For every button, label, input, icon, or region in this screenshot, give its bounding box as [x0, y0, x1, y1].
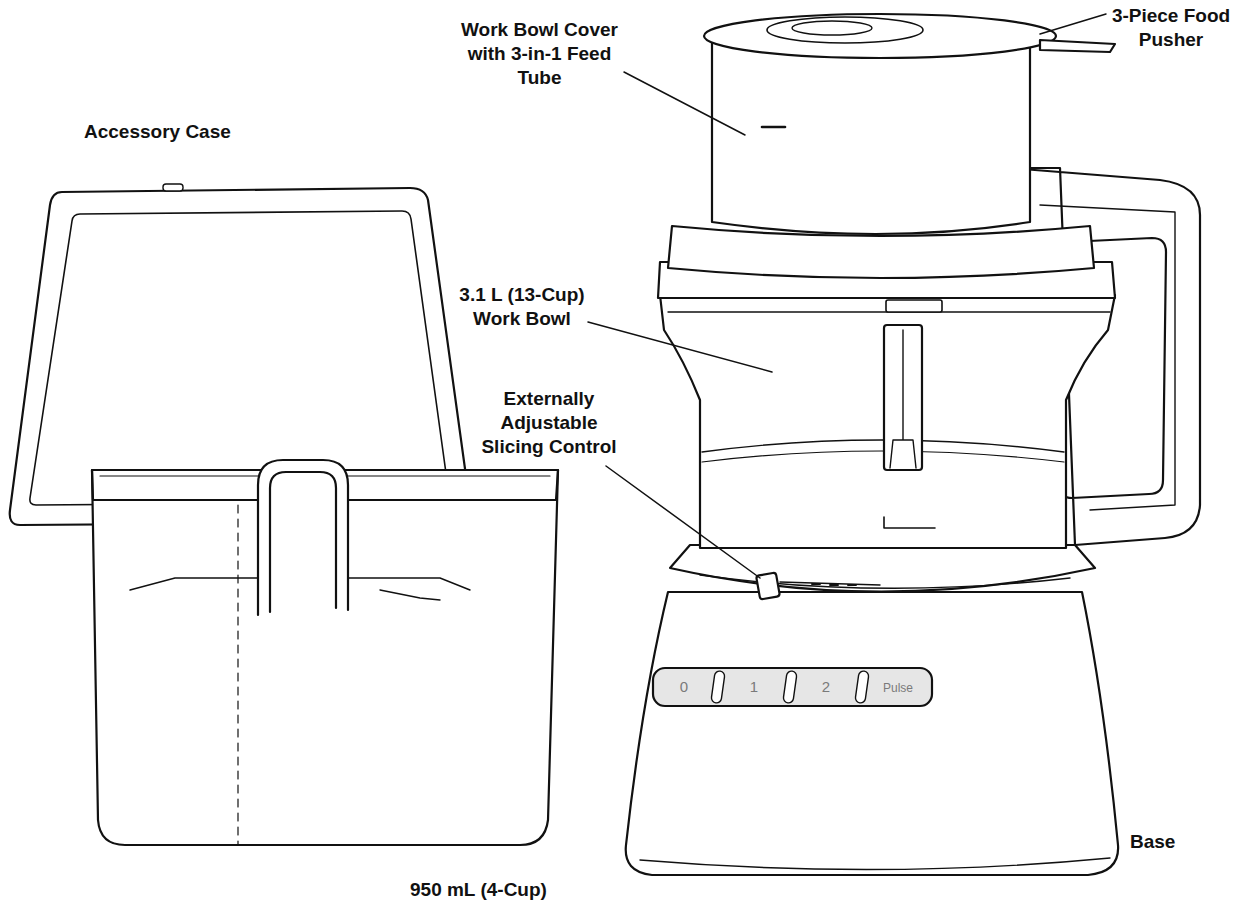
control-panel — [653, 668, 932, 706]
part-label: Accessory Case — [84, 120, 284, 144]
work-bowl — [660, 295, 1115, 548]
accessory-case-box — [92, 460, 558, 845]
bowl-cover — [658, 14, 1115, 298]
part-label: 3-Piece Food Pusher — [1109, 4, 1233, 52]
button-label: 1 — [730, 678, 778, 696]
drive-collar — [670, 545, 1095, 600]
part-label: Externally Adjustable Slicing Control — [470, 387, 628, 459]
motor-base — [626, 592, 1118, 875]
part-label: 950 mL (4-Cup) — [410, 878, 610, 902]
button-label: Pulse — [870, 679, 926, 697]
part-label: Work Bowl Cover with 3-in-1 Feed Tube — [452, 18, 627, 90]
button-label: 0 — [660, 678, 708, 696]
button-label: 2 — [802, 678, 850, 696]
leader-lines — [588, 14, 1106, 578]
part-label: 3.1 L (13-Cup) Work Bowl — [452, 283, 592, 331]
part-label: Base — [1130, 830, 1220, 854]
slicing-lever — [756, 572, 780, 599]
